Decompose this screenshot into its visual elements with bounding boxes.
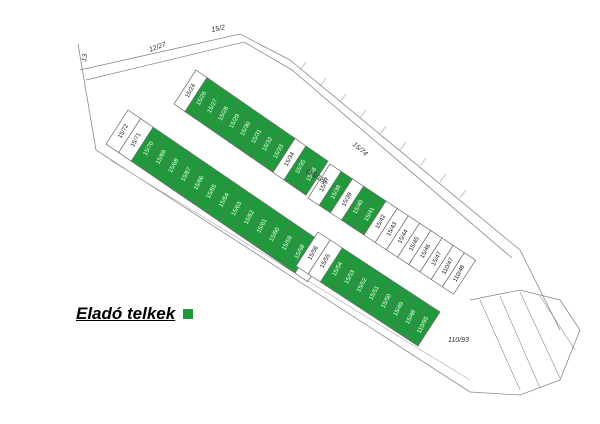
east-plots xyxy=(469,289,581,396)
parcel-shape[interactable] xyxy=(294,153,329,196)
parcel-15-39[interactable]: 15/39 xyxy=(329,178,365,221)
road-boundary-west xyxy=(77,43,97,151)
parcel-shape[interactable] xyxy=(441,252,477,295)
parcel-15-50[interactable]: 15/50 xyxy=(368,279,404,323)
east-plot-divider xyxy=(479,299,521,391)
road-label: 110/93 xyxy=(448,337,469,344)
parcel-15-34[interactable]: 15/34 xyxy=(272,137,307,181)
parcel-15-48[interactable]: 15/48 xyxy=(393,295,429,339)
parcel-15-59[interactable]: 15/59 xyxy=(269,221,305,265)
parcel-shape[interactable] xyxy=(405,303,441,347)
parcel-15-54[interactable]: 15/54 xyxy=(319,247,356,291)
legend-swatch xyxy=(183,309,194,319)
east-plot-divider xyxy=(499,295,541,389)
parcel-15-49[interactable]: 15/49 xyxy=(380,287,417,331)
road-ticks xyxy=(299,61,467,199)
parcel-15-40[interactable]: 15/40 xyxy=(341,185,376,229)
east-plot-divider xyxy=(539,295,576,351)
parcel-15-52[interactable]: 15/52 xyxy=(344,263,380,307)
legend: Eladó telkek xyxy=(76,304,194,324)
road-label: 12/27 xyxy=(148,41,168,54)
parcel-15-35[interactable]: 15/35 xyxy=(283,145,318,189)
map-background xyxy=(77,33,581,396)
road-boundary-north-inner xyxy=(85,41,513,259)
parcel-15-51[interactable]: 15/51 xyxy=(356,271,392,315)
parcel-15-67[interactable]: 15/67 xyxy=(168,152,205,197)
parcel-15-69[interactable]: 15/69 xyxy=(143,135,179,179)
parcel-110-95[interactable]: 110/95 xyxy=(405,303,441,347)
parcel-15-43[interactable]: 15/43 xyxy=(374,207,409,251)
road-label: 15/74 xyxy=(351,141,369,158)
road-label: 15/2 xyxy=(211,24,226,34)
parcel-15-72[interactable]: 15/72 xyxy=(105,109,142,154)
parcel-15-60[interactable]: 15/60 xyxy=(256,212,293,257)
parcel-15-44[interactable]: 15/44 xyxy=(385,215,421,258)
road-label: 13 xyxy=(81,53,89,62)
east-plot-divider xyxy=(519,291,561,379)
road-boundary-south xyxy=(95,149,471,393)
parcel-110-48[interactable]: 110/48 xyxy=(441,252,477,295)
parcel-15-64[interactable]: 15/64 xyxy=(206,178,242,222)
parcel-15-24[interactable]: 15/24 xyxy=(173,69,208,113)
parcel-15-28[interactable]: 15/28 xyxy=(206,92,241,135)
parcel-15-68[interactable]: 15/68 xyxy=(155,143,192,188)
legend-title: Eladó telkek xyxy=(76,304,176,323)
parcel-15-30[interactable]: 15/30 xyxy=(228,107,263,151)
parcel-rows: 15/7215/7115/7015/6915/6815/6715/6615/65… xyxy=(105,69,477,347)
parcel-15-46[interactable]: 15/46 xyxy=(408,230,443,273)
parcel-15-36[interactable]: 15/36 xyxy=(294,153,329,196)
road-boundary-north xyxy=(79,33,561,331)
parcel-15-29[interactable]: 15/29 xyxy=(217,99,252,143)
